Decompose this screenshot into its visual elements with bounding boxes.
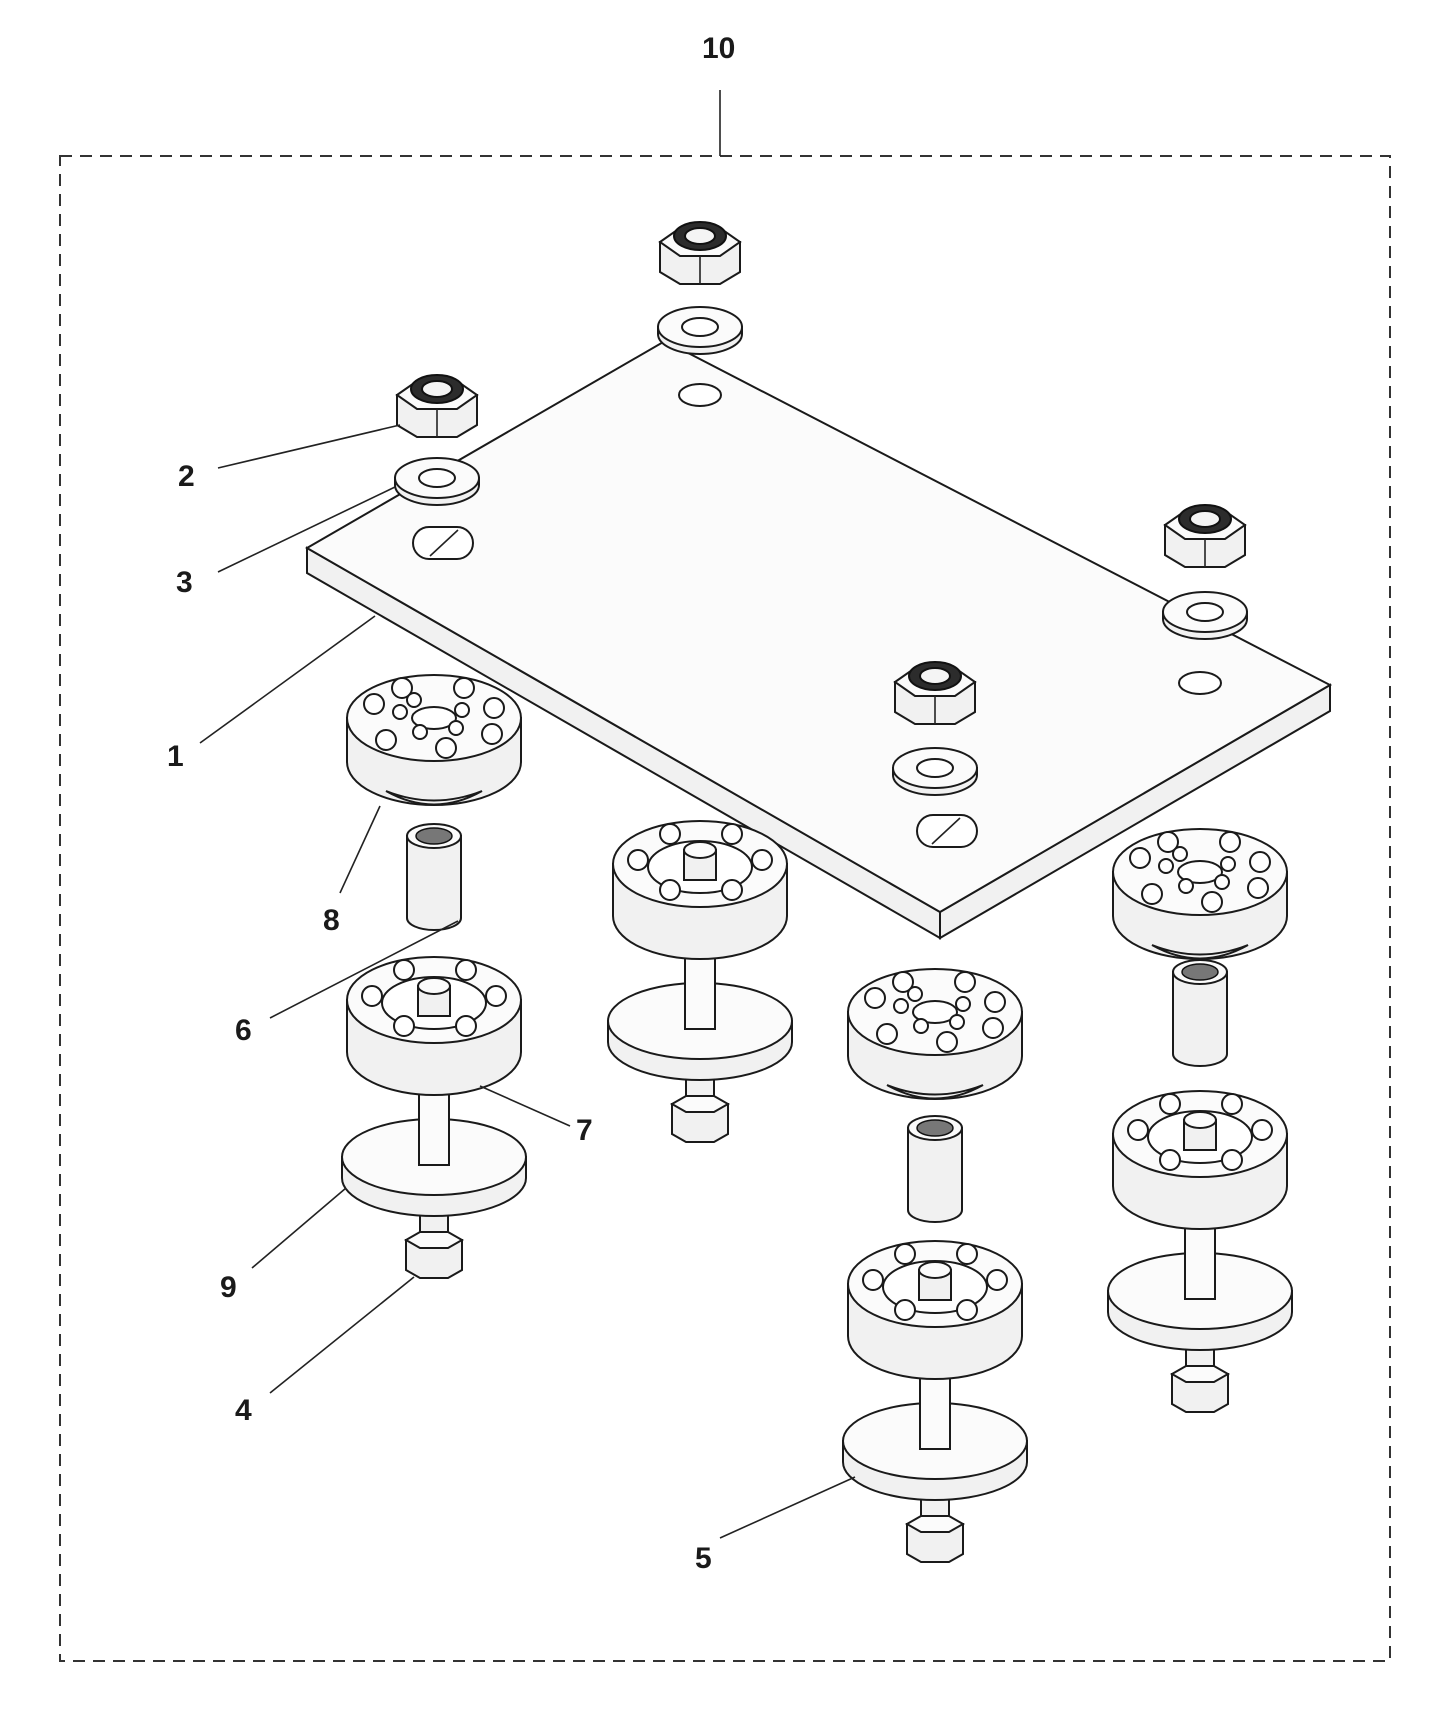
callout-6: 6 bbox=[235, 1014, 252, 1047]
callout-5: 5 bbox=[695, 1542, 712, 1575]
leader-lines bbox=[199, 424, 856, 1539]
rubber-mount-top-center bbox=[847, 968, 1023, 1100]
lock-nut-left bbox=[396, 374, 478, 438]
washer-left bbox=[394, 457, 480, 506]
rubber-mount-stud-right bbox=[1107, 1090, 1293, 1413]
mounting-plate bbox=[304, 339, 1333, 940]
lock-nut-rear bbox=[659, 221, 741, 285]
callout-10: 10 bbox=[702, 32, 735, 65]
washer-rear bbox=[657, 306, 743, 355]
rubber-mount-top-left bbox=[346, 674, 522, 806]
spacer-sleeve-center bbox=[907, 1115, 963, 1223]
lock-nut-right bbox=[1164, 504, 1246, 568]
callout-3: 3 bbox=[176, 566, 193, 599]
kit-boundary bbox=[59, 155, 1391, 1662]
callout-2: 2 bbox=[178, 460, 195, 493]
callout-4: 4 bbox=[235, 1394, 252, 1427]
rubber-mount-stud-left bbox=[341, 956, 527, 1279]
spacer-sleeve-right bbox=[1172, 959, 1228, 1067]
washer-right bbox=[1162, 591, 1248, 640]
callout-1: 1 bbox=[167, 740, 184, 773]
spacer-sleeve-left bbox=[406, 823, 462, 931]
callout-7: 7 bbox=[576, 1114, 593, 1147]
washer-front bbox=[892, 747, 978, 796]
rubber-mount-top-right bbox=[1112, 828, 1288, 960]
callout-8: 8 bbox=[323, 904, 340, 937]
rubber-mount-stud-center bbox=[607, 820, 793, 1143]
rubber-mount-stud-front bbox=[842, 1240, 1028, 1563]
callout-9: 9 bbox=[220, 1271, 237, 1304]
